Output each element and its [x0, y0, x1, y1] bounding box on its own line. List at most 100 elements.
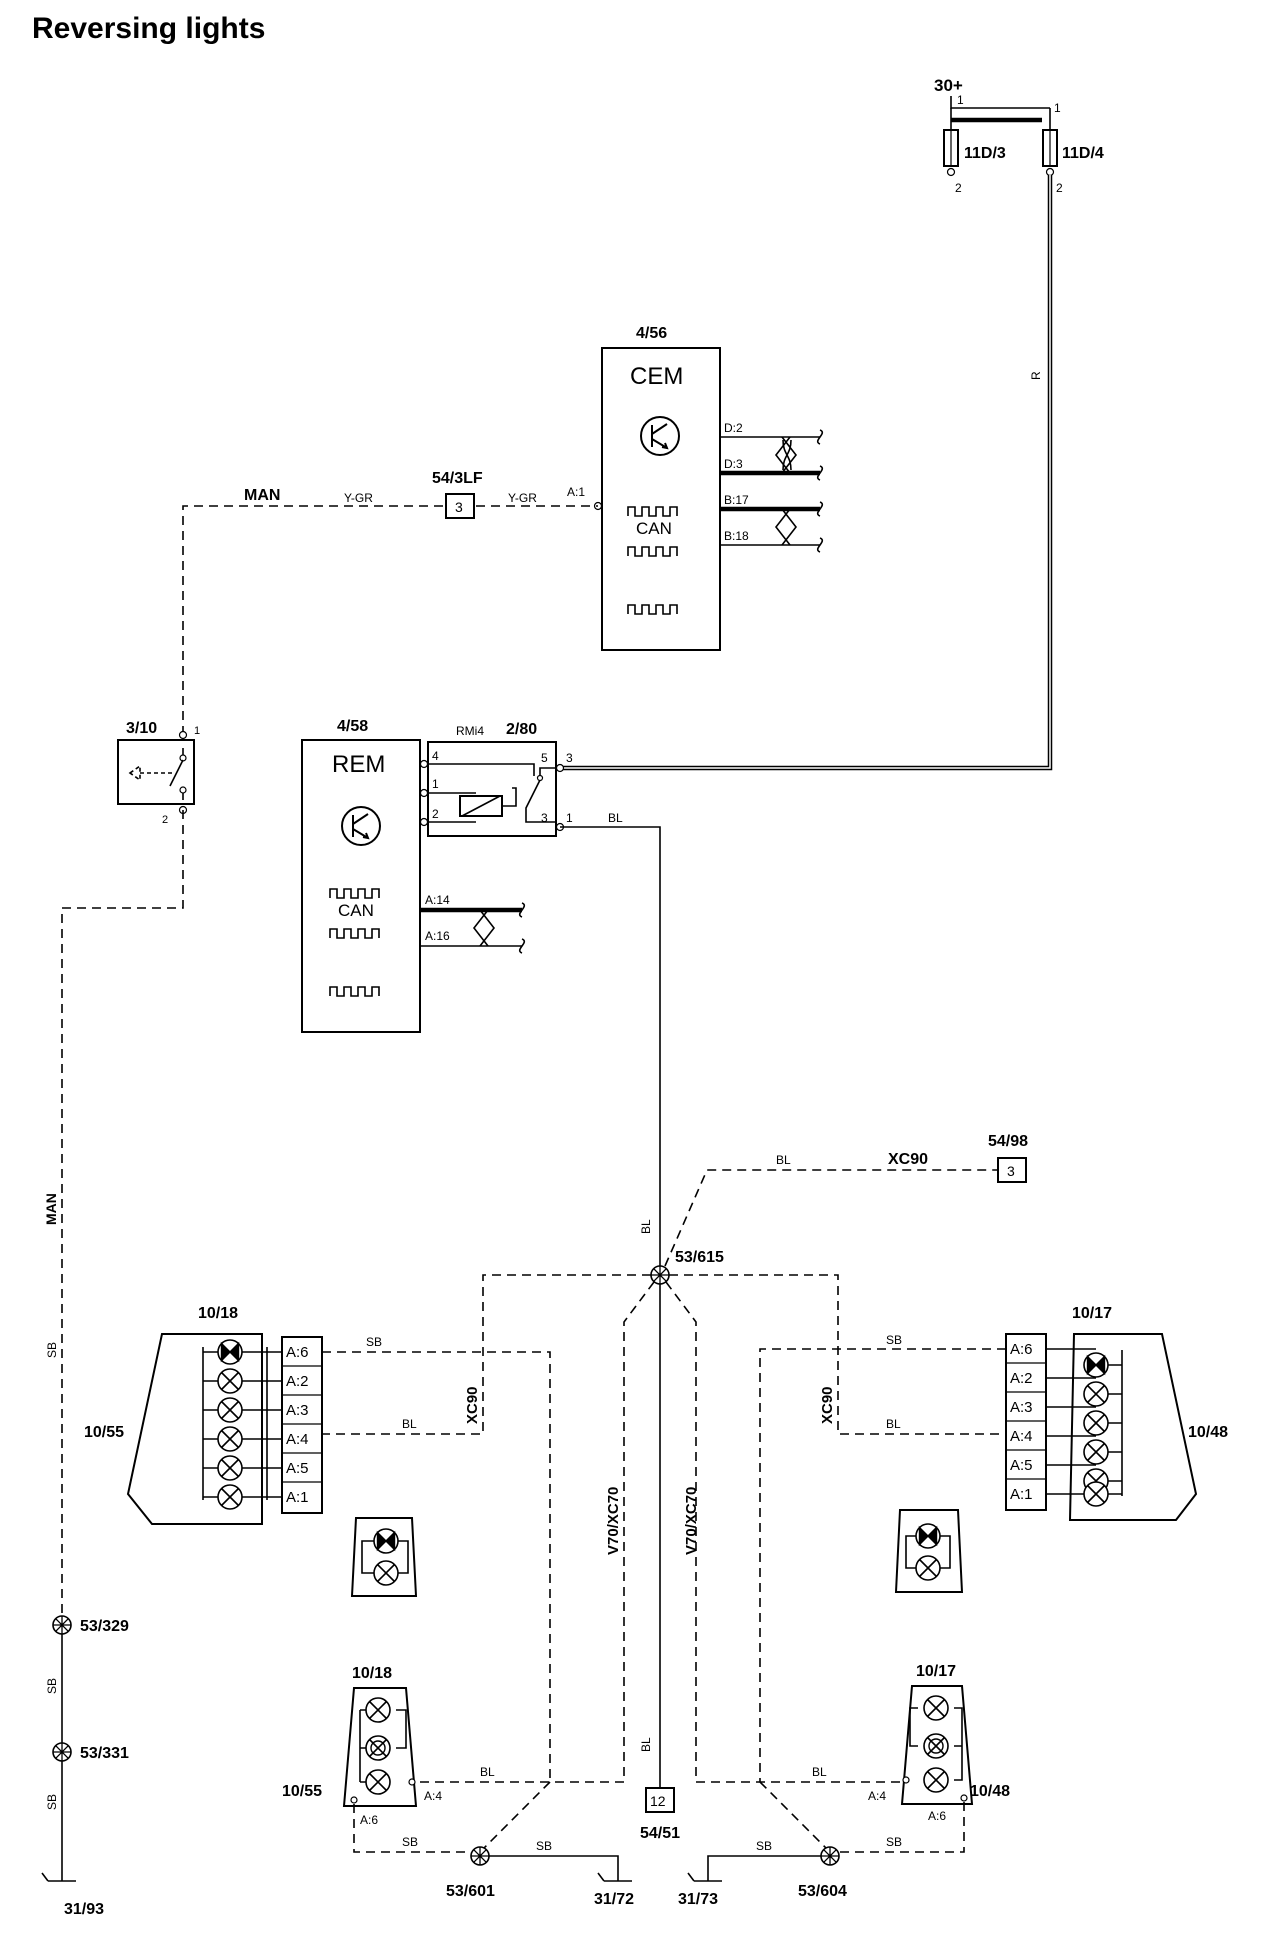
svg-text:1: 1	[566, 811, 573, 825]
svg-text:A:14: A:14	[425, 893, 450, 907]
supply-label: 30+	[934, 76, 963, 95]
svg-text:BL: BL	[402, 1417, 417, 1431]
svg-text:1: 1	[194, 725, 200, 737]
rem-name: REM	[332, 751, 385, 778]
svg-text:A:3: A:3	[286, 1402, 309, 1419]
small-lamp-right	[894, 1509, 964, 1593]
wire-ygr-label: Y-GR	[344, 491, 373, 505]
lamp-bulb-icon	[915, 1523, 941, 1549]
connector-543lf-id: 54/3LF	[432, 470, 483, 487]
cem-transistor-icon	[640, 416, 680, 456]
splice-53-331-label: 53/331	[80, 1745, 129, 1762]
svg-text:3: 3	[566, 751, 573, 765]
svg-text:A:4: A:4	[286, 1431, 309, 1448]
lamp-bulb-icon	[217, 1339, 243, 1365]
ground-31-93-icon	[41, 1871, 77, 1882]
lamp-bulb-icon	[923, 1767, 949, 1793]
svg-text:SB: SB	[886, 1333, 902, 1347]
splice-53-604-label: 53/604	[798, 1883, 847, 1900]
small-right-side: 10/48	[970, 1783, 1010, 1800]
svg-text:A:1: A:1	[286, 1489, 309, 1506]
ground-31-73-label: 31/73	[678, 1891, 718, 1908]
lamp-bulb-icon	[1083, 1481, 1109, 1507]
svg-text:A:6: A:6	[360, 1813, 378, 1827]
splice-53-615	[650, 1265, 670, 1285]
svg-text:B:18: B:18	[724, 529, 749, 543]
svg-text:1: 1	[1054, 101, 1061, 115]
svg-text:XC90: XC90	[464, 1386, 481, 1424]
svg-text:4: 4	[432, 749, 439, 763]
switch-3-10	[117, 739, 195, 805]
relay-label: RMi4	[456, 724, 484, 738]
svg-text:SB: SB	[886, 1835, 902, 1849]
svg-text:B:17: B:17	[724, 493, 749, 507]
svg-text:BL: BL	[608, 811, 623, 825]
svg-text:SB: SB	[536, 1839, 552, 1853]
svg-text:A:1: A:1	[567, 485, 585, 499]
svg-text:SB: SB	[366, 1335, 382, 1349]
svg-text:SB: SB	[402, 1835, 418, 1849]
relay-id: 2/80	[506, 721, 537, 738]
svg-text:A:2: A:2	[286, 1373, 309, 1390]
svg-text:A:16: A:16	[425, 929, 450, 943]
svg-text:5: 5	[541, 751, 548, 765]
svg-text:A:5: A:5	[1010, 1457, 1033, 1474]
ground-31-73-icon	[687, 1871, 723, 1882]
svg-text:V70/XC70: V70/XC70	[605, 1487, 622, 1555]
lamp-bulb-icon	[1083, 1410, 1109, 1436]
splice-53-329-label: 53/329	[80, 1618, 129, 1635]
svg-text:2: 2	[955, 181, 962, 195]
svg-text:SB: SB	[45, 1678, 59, 1694]
svg-text:XC90: XC90	[819, 1386, 836, 1424]
cem-can-label: CAN	[636, 519, 672, 538]
cem-name: CEM	[630, 363, 683, 390]
lamp-right-side: 10/48	[1188, 1424, 1228, 1441]
lamp-right-pins: A:6 A:2 A:3 A:4 A:5 A:1	[1005, 1333, 1047, 1511]
ground-31-72-icon	[597, 1871, 633, 1882]
cem-id: 4/56	[636, 325, 667, 342]
svg-text:A:4: A:4	[868, 1789, 886, 1803]
connector-5498	[997, 1157, 1027, 1183]
lamp-bulb-icon	[217, 1484, 243, 1510]
rem-transistor-icon	[341, 806, 381, 846]
svg-text:1: 1	[432, 777, 439, 791]
svg-text:SB: SB	[45, 1794, 59, 1810]
ground-31-72-label: 31/72	[594, 1891, 634, 1908]
page-title: Reversing lights	[32, 12, 265, 45]
svg-text:BL: BL	[776, 1153, 791, 1167]
lamp-bulb-icon	[915, 1555, 941, 1581]
splice-53-604	[820, 1846, 840, 1866]
svg-text:V70/XC70: V70/XC70	[683, 1487, 700, 1555]
svg-text:2: 2	[432, 807, 439, 821]
svg-text:SB: SB	[45, 1342, 59, 1358]
svg-text:A:6: A:6	[928, 1809, 946, 1823]
lamp-bulb-icon	[1083, 1381, 1109, 1407]
svg-text:A:3: A:3	[1010, 1399, 1033, 1416]
lamp-bulb-icon	[365, 1735, 391, 1761]
lamp-bulb-icon	[373, 1528, 399, 1554]
lamp-bulb-icon	[923, 1695, 949, 1721]
splice-53-615-label: 53/615	[675, 1249, 724, 1266]
svg-text:BL: BL	[639, 1737, 653, 1752]
rem-id: 4/58	[337, 718, 368, 735]
svg-text:D:2: D:2	[724, 421, 743, 435]
svg-text:R: R	[1029, 371, 1043, 380]
connector-543lf	[445, 493, 475, 519]
lamp-bulb-icon	[923, 1733, 949, 1759]
lamp-bulb-icon	[217, 1426, 243, 1452]
svg-text:XC90: XC90	[888, 1151, 928, 1168]
wire-ygr-label: Y-GR	[508, 491, 537, 505]
lamp-bulb-icon	[1083, 1439, 1109, 1465]
splice-53-329	[52, 1615, 72, 1635]
lamp-bulb-icon	[217, 1397, 243, 1423]
lamp-right-id: 10/17	[1072, 1305, 1112, 1322]
lamp-bulb-icon	[365, 1697, 391, 1723]
svg-text:12: 12	[650, 1793, 666, 1809]
svg-text:A:5: A:5	[286, 1460, 309, 1477]
svg-text:1: 1	[957, 93, 964, 107]
lamp-bulb-icon	[217, 1455, 243, 1481]
svg-text:SB: SB	[756, 1839, 772, 1853]
svg-text:BL: BL	[886, 1417, 901, 1431]
lamp-left-pins: A:6 A:2 A:3 A:4 A:5 A:1	[281, 1336, 323, 1514]
